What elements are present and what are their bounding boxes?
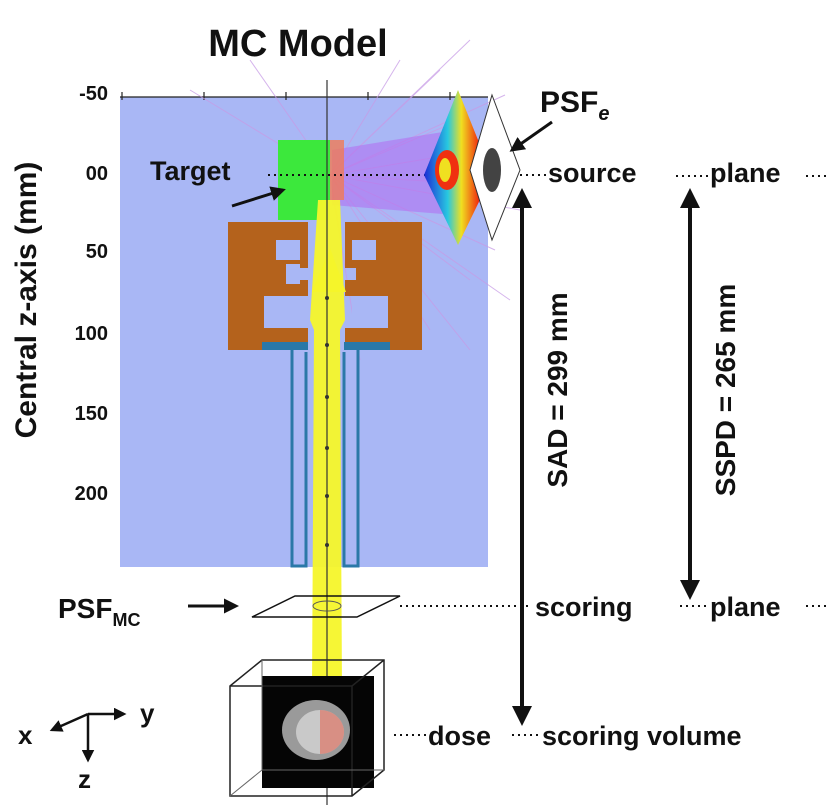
- scoring-label: scoring: [535, 592, 633, 622]
- target-arrow: [231, 186, 286, 208]
- collimator-left-notch: [264, 296, 300, 328]
- plane-label-top: plane: [710, 158, 781, 188]
- tube-flange-right: [344, 342, 390, 350]
- tick-label: 150: [75, 403, 108, 425]
- scoring-plane-beam: [312, 600, 342, 612]
- target-label: Target: [150, 156, 231, 186]
- coord-y-label: y: [140, 698, 155, 728]
- tick-label: 00: [86, 163, 108, 185]
- tube-flange-left: [262, 342, 308, 350]
- source-label: source: [548, 158, 637, 188]
- top-axis: [120, 92, 488, 100]
- sspd-label: SSPD = 265 mm: [710, 284, 741, 496]
- z-axis-label: Central z-axis (mm): [10, 162, 43, 439]
- sad-label: SAD = 299 mm: [542, 292, 573, 487]
- dose-overlay: [320, 710, 344, 754]
- scoring-volume-label: scoring volume: [542, 721, 742, 751]
- tick-label: 50: [86, 241, 108, 263]
- coordinate-axes: [49, 707, 127, 763]
- dose-label: dose: [428, 721, 491, 751]
- axis-markers: [325, 296, 329, 547]
- collimator-right-notch: [352, 240, 376, 260]
- collimator-left-notch: [276, 240, 300, 260]
- psf-e-arrow: [509, 120, 553, 152]
- cube-back-edges: [229, 660, 384, 797]
- psf-e-label: PSFe: [540, 86, 609, 125]
- psf-e-scatter: [483, 148, 501, 192]
- plane-label-mid: plane: [710, 592, 781, 622]
- figure-title: MC Model: [208, 23, 387, 65]
- coord-z-label: z: [78, 764, 91, 794]
- coord-x-label: x: [18, 720, 33, 750]
- target-edge: [330, 140, 344, 200]
- psf-mc-label: PSFMC: [58, 593, 140, 630]
- ray-fan: [332, 130, 455, 215]
- z-axis-ticks: -50 00 50 100 150 200: [75, 83, 108, 505]
- collimator-right-notch: [352, 296, 388, 328]
- psf-hotspot-core: [439, 158, 451, 182]
- scoring-plane: [251, 595, 401, 618]
- tick-label: 200: [75, 483, 108, 505]
- collimator-left-notch: [286, 264, 300, 284]
- tick-label: -50: [79, 83, 108, 105]
- dose-volume: [229, 659, 385, 797]
- tick-label: 100: [75, 323, 108, 345]
- beam-arrow-head: [312, 248, 346, 292]
- applicator-tube: [290, 348, 360, 568]
